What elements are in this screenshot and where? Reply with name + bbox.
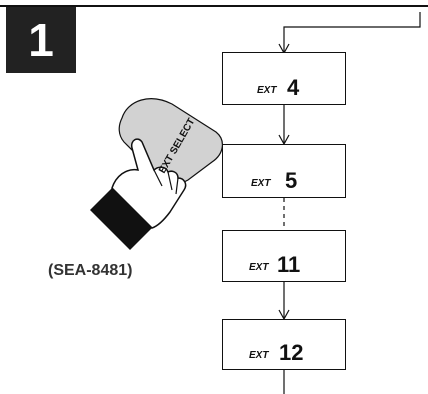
- step-number-badge: 1: [6, 7, 76, 73]
- ext-box-4: EXT 4: [222, 52, 346, 105]
- ext-prefix-label: EXT: [257, 85, 276, 96]
- loop-back-line: [284, 12, 420, 52]
- ext-prefix-label: EXT: [249, 350, 268, 361]
- ext-number: 5: [285, 168, 297, 194]
- ext-box-11: EXT 11: [222, 230, 346, 282]
- model-label: (SEA-8481): [48, 262, 188, 280]
- ext-number: 11: [277, 252, 300, 278]
- ext-number: 12: [279, 340, 303, 366]
- ext-box-5: EXT 5: [222, 144, 346, 198]
- ext-prefix-label: EXT: [251, 178, 270, 189]
- ext-box-12: EXT 12: [222, 319, 346, 370]
- ext-prefix-label: EXT: [249, 262, 268, 273]
- pointing-hand-icon: EXT SELECT: [90, 99, 222, 250]
- ext-number: 4: [287, 75, 299, 101]
